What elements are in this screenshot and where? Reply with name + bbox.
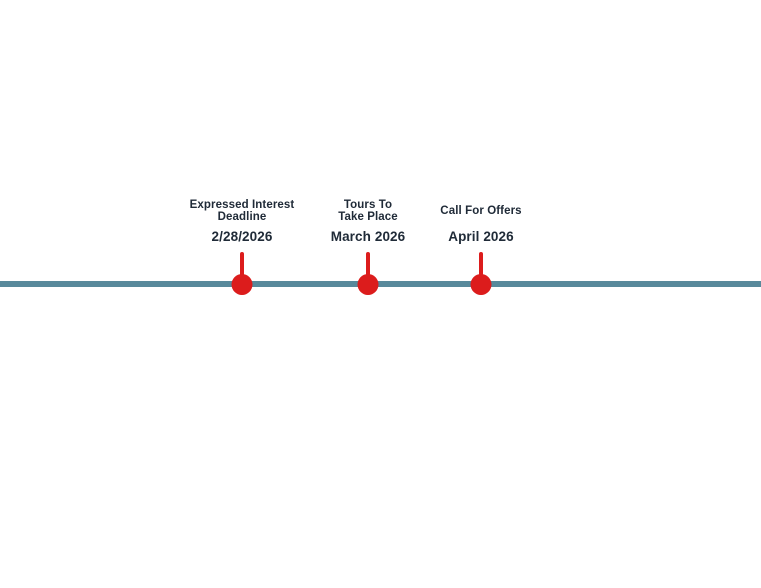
milestone-title: Expressed Interest Deadline [152, 199, 332, 223]
milestone-date: 2/28/2026 [211, 229, 273, 244]
milestone-title-line: Take Place [338, 211, 398, 223]
milestone-expressed-interest-deadline: Expressed Interest Deadline 2/28/2026 [152, 199, 332, 299]
milestone-dot [231, 274, 253, 295]
milestone-stem [366, 252, 370, 278]
milestone-dot [470, 274, 492, 295]
milestone-title-line: Call For Offers [440, 205, 522, 217]
milestone-date: April 2026 [448, 229, 514, 244]
milestone-tours-to-take-place: Tours To Take Place March 2026 [278, 199, 458, 299]
milestone-title: Call For Offers [391, 199, 571, 223]
milestone-date: March 2026 [330, 229, 406, 244]
milestone-stem [479, 252, 483, 278]
milestone-title-line: Expressed Interest [189, 199, 295, 211]
milestone-title-line: Tours To [343, 199, 393, 211]
milestone-dot [357, 274, 379, 295]
milestone-call-for-offers: Call For Offers April 2026 [391, 199, 571, 299]
timeline-axis-line [0, 281, 761, 287]
milestone-title: Tours To Take Place [278, 199, 458, 223]
milestone-stem [240, 252, 244, 278]
milestone-title-line: Deadline [217, 211, 267, 223]
